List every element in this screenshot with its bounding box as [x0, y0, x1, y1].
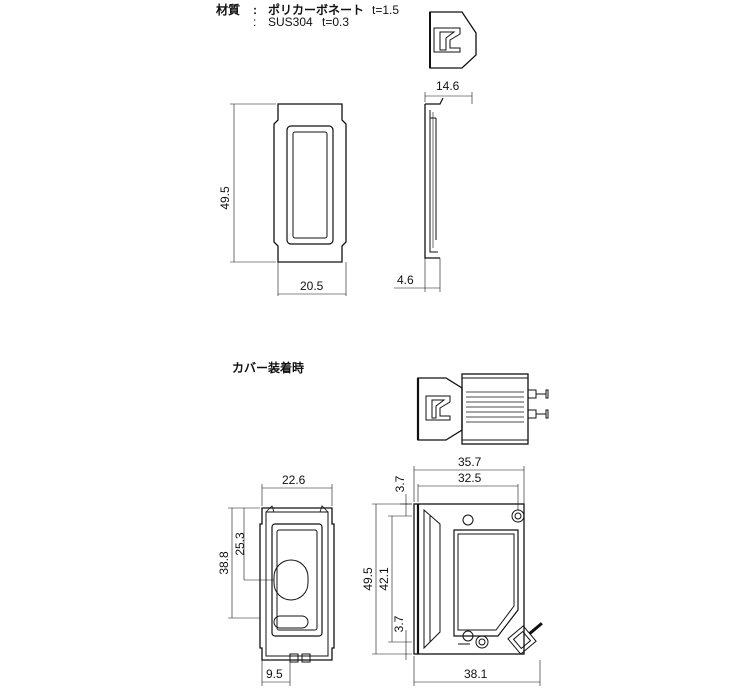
dim-side-width-total: [413, 466, 525, 510]
dim-label-side-width-inner: 32.5: [458, 471, 482, 485]
dim-side-height-inner: [388, 515, 412, 643]
material-label: 材質: [216, 3, 241, 17]
material-polycarbonate: ポリカーボネート: [268, 3, 365, 17]
section-title-cover-attached: カバー装着時: [232, 361, 305, 375]
dim-label-cover-width: 20.5: [300, 279, 324, 293]
material-colon-2: :: [253, 15, 257, 29]
attached-top-view: [416, 373, 549, 445]
dim-label-side-height-inner: 42.1: [377, 567, 391, 591]
attached-side-view: [413, 503, 543, 655]
dim-cover-height: [230, 103, 276, 263]
dim-side-top-offset: [400, 494, 412, 516]
dim-label-side-bottom-offset: 3.7: [392, 615, 406, 632]
dim-side-height-total: [372, 503, 412, 655]
dim-front-width: [261, 484, 333, 506]
dim-label-front-window-offset: 25.3: [233, 532, 247, 556]
dim-label-cover-top-depth: 14.6: [436, 79, 460, 93]
dim-cover-side-depth: [394, 258, 441, 292]
dim-side-width-inner: [417, 484, 519, 510]
dim-label-front-height: 38.8: [217, 551, 231, 575]
dim-label-front-width: 22.6: [282, 473, 306, 487]
dim-front-bottom-offset: [261, 660, 291, 686]
cover-side-view: [424, 97, 444, 259]
dim-cover-top-depth: [424, 92, 473, 104]
material-sus304: SUS304: [268, 15, 313, 29]
attached-front-view: [259, 505, 335, 663]
dim-label-cover-side-depth: 4.6: [397, 273, 414, 287]
dim-front-window-offset: [243, 508, 274, 581]
dim-label-side-top-offset: 3.7: [393, 475, 407, 492]
dim-label-side-bottom-width: 38.1: [464, 667, 488, 681]
dim-label-cover-height: 49.5: [218, 186, 232, 210]
material-sus304-thickness: t=0.3: [322, 15, 350, 29]
dim-label-side-width-total: 35.7: [458, 455, 482, 469]
dim-cover-width: [277, 262, 347, 296]
material-polycarbonate-thickness: t=1.5: [372, 3, 400, 17]
material-colon-1: :: [253, 3, 257, 17]
dim-side-bottom-width: [413, 656, 541, 686]
dim-label-front-bottom-offset: 9.5: [266, 667, 283, 681]
cover-top-view: [429, 11, 477, 69]
dim-label-side-height-total: 49.5: [361, 567, 375, 591]
cover-front-view: [273, 103, 347, 263]
